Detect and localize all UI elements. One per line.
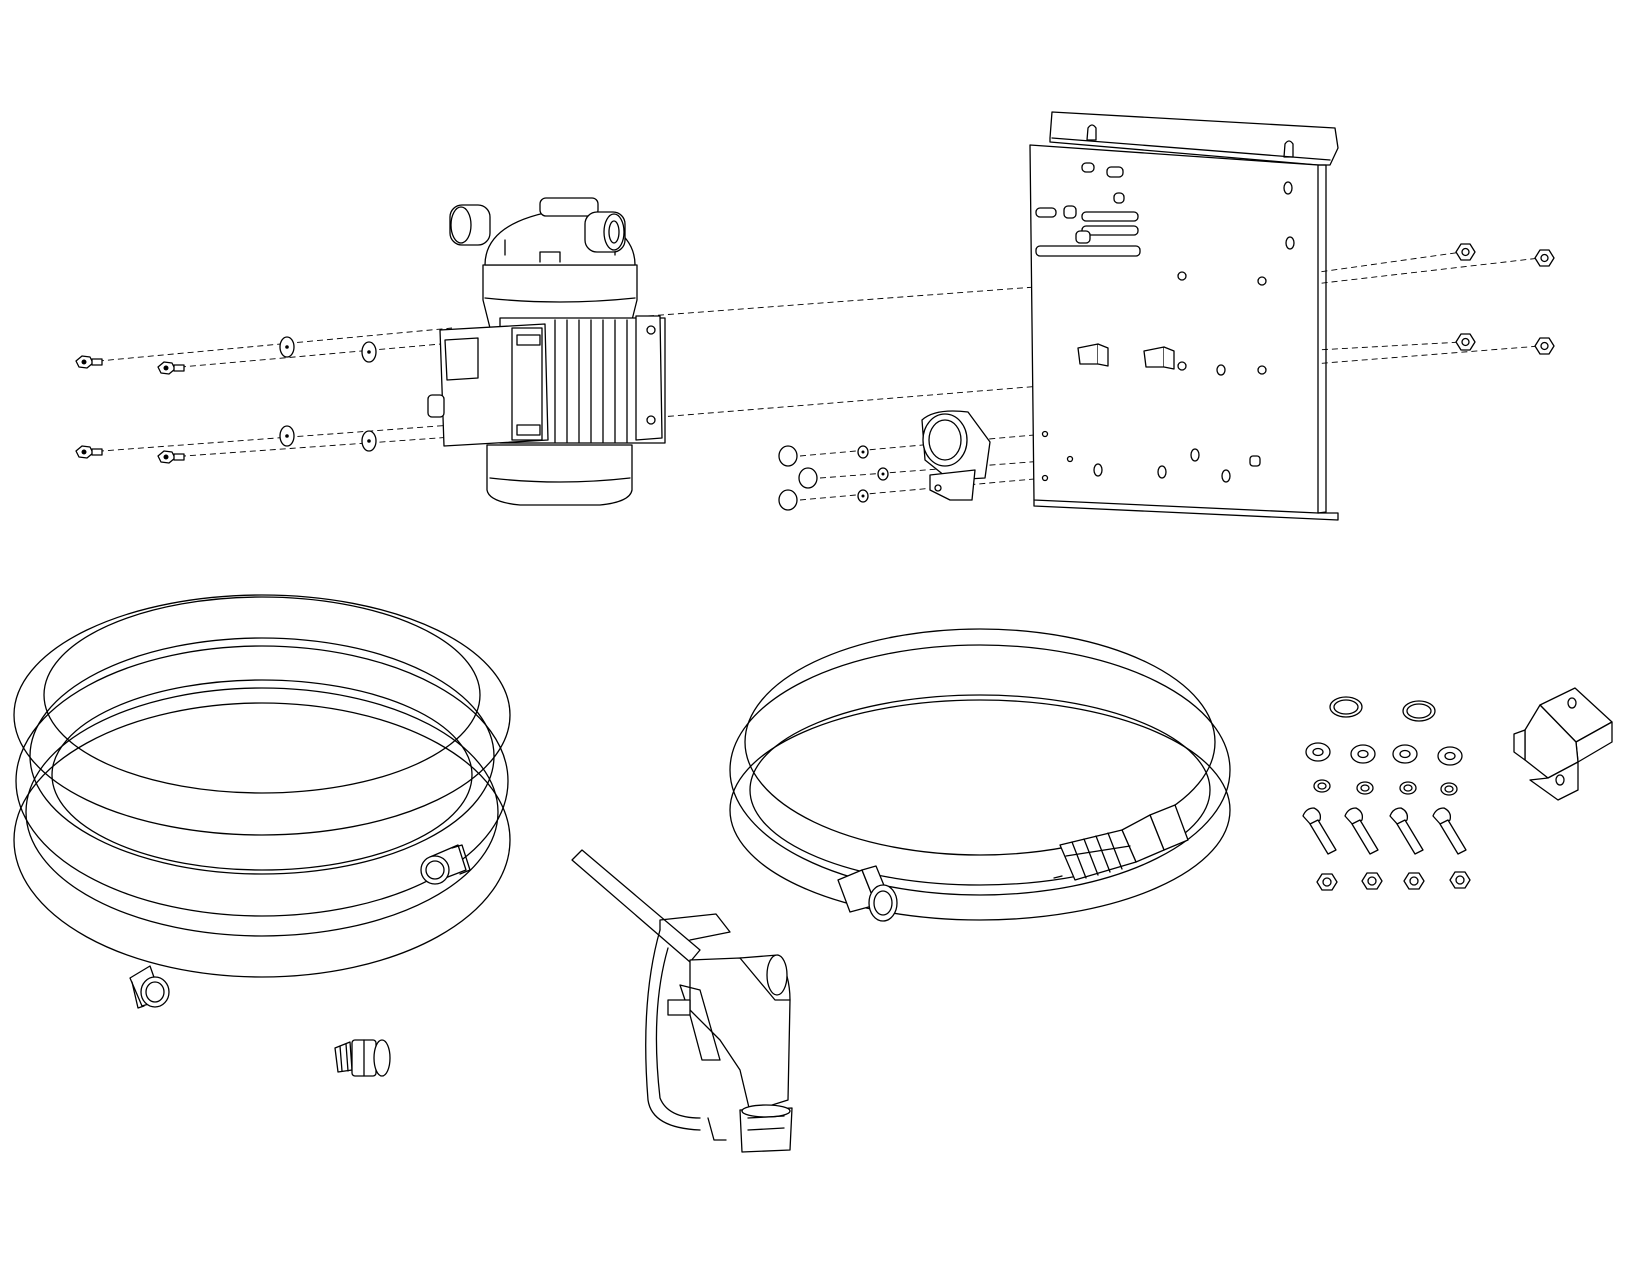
o-rings bbox=[1329, 696, 1436, 722]
hose-barb-fitting bbox=[334, 1039, 391, 1077]
fuel-nozzle bbox=[571, 849, 793, 1153]
assembly-lines bbox=[87, 251, 1541, 501]
hex-bolts bbox=[1302, 807, 1467, 855]
pump-motor bbox=[427, 197, 666, 506]
suction-hose bbox=[13, 594, 511, 1009]
flat-washers bbox=[1305, 742, 1463, 766]
plate-nuts bbox=[1455, 243, 1555, 355]
holder-screws bbox=[778, 430, 1074, 511]
suction-hose-end-upper bbox=[420, 844, 471, 885]
spring-washers bbox=[1313, 779, 1458, 796]
hardware-kit bbox=[1302, 696, 1471, 891]
plate-holes bbox=[1035, 162, 1295, 483]
suction-hose-end-lower bbox=[129, 965, 170, 1009]
screw-bottom-inner bbox=[157, 450, 185, 464]
wall-bracket bbox=[1513, 687, 1613, 801]
nozzle-holder bbox=[778, 410, 1074, 511]
screw-bottom-outer bbox=[75, 445, 103, 459]
mounting-plate bbox=[1029, 111, 1339, 521]
hex-nuts bbox=[1316, 871, 1471, 891]
delivery-hose-coupling-end bbox=[837, 865, 898, 922]
screw-top-outer bbox=[75, 355, 103, 369]
washers-motor bbox=[279, 336, 377, 452]
cooling-fins bbox=[554, 319, 628, 443]
delivery-hose bbox=[729, 628, 1231, 922]
delivery-hose-filter-end bbox=[1053, 804, 1189, 881]
motor-mounting-screws bbox=[75, 336, 377, 464]
screw-top-inner bbox=[157, 361, 185, 375]
plate-clips bbox=[1077, 343, 1175, 370]
